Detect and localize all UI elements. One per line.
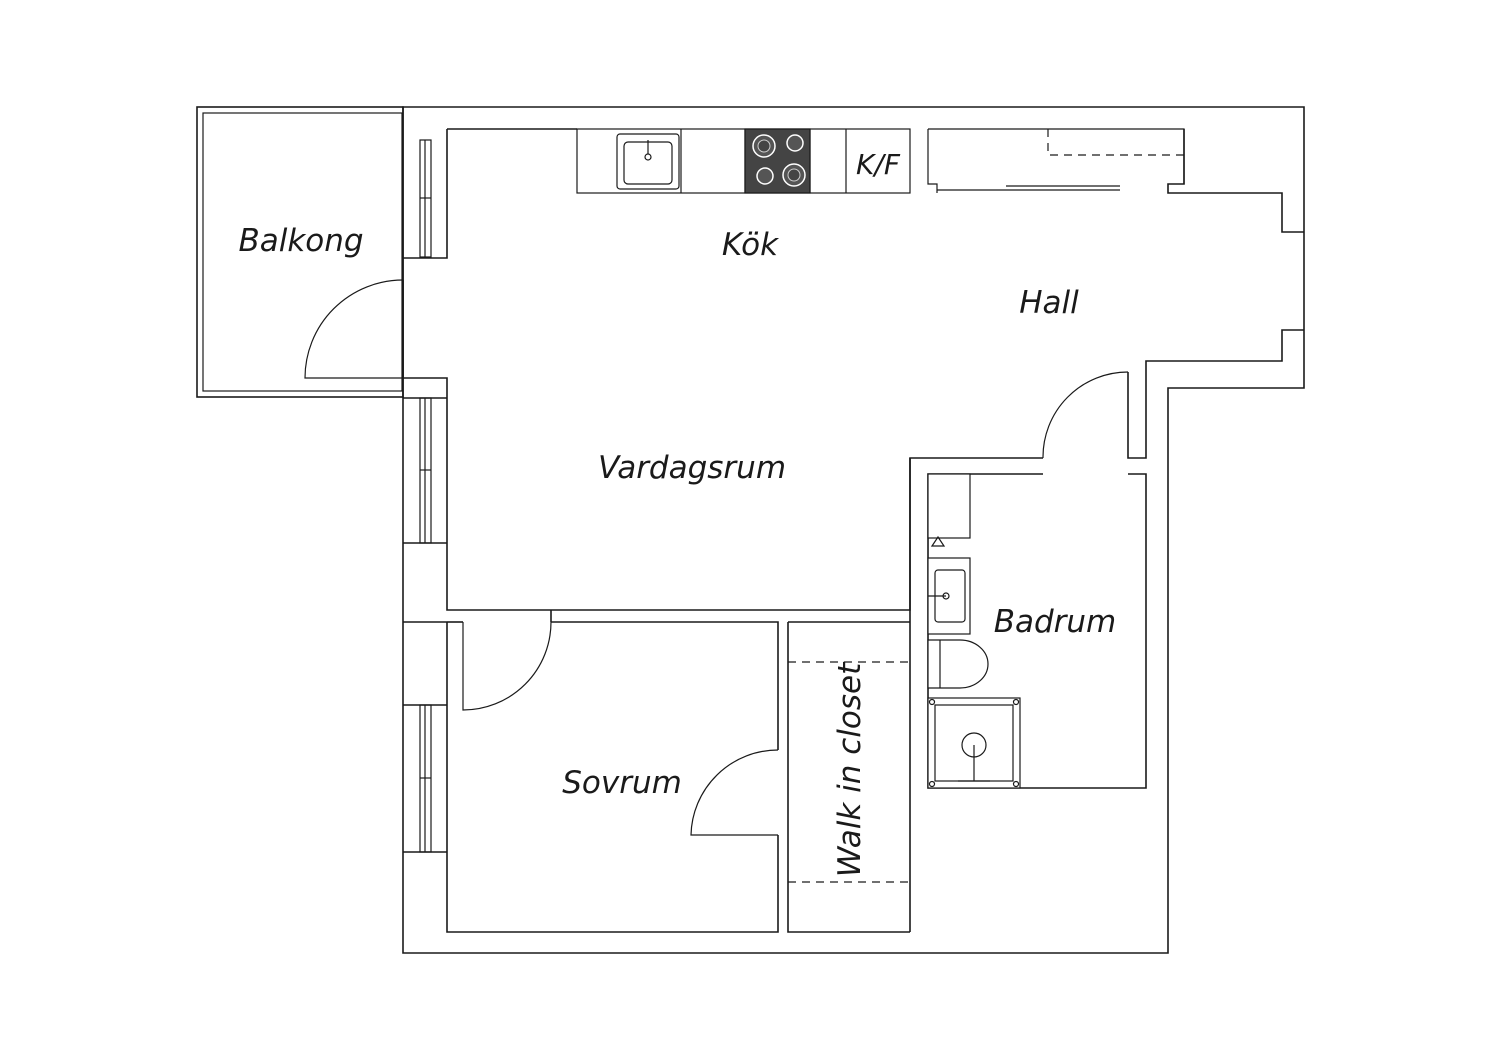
room-label-hall: Hall — [1019, 285, 1079, 321]
windows — [419, 139, 432, 853]
room-label-sovrum: Sovrum — [562, 765, 682, 801]
bathroom-cabinet — [927, 473, 971, 539]
fridge-freezer-label: K/F — [856, 148, 901, 181]
hall-wardrobe — [927, 128, 1185, 193]
room-label-walk-in-closet: Walk in closet — [832, 661, 868, 877]
room-labels: Balkong Kök Hall Vardagsrum Badrum Sovru… — [238, 223, 1116, 877]
toilet-icon — [927, 639, 989, 689]
room-label-kok: Kök — [722, 227, 779, 263]
washbasin-icon — [927, 535, 971, 635]
stove-icon — [744, 128, 811, 194]
outer-wall — [402, 106, 1305, 954]
shower-icon — [927, 697, 1021, 789]
room-label-balkong: Balkong — [238, 223, 363, 259]
room-label-vardagsrum: Vardagsrum — [598, 450, 786, 486]
doors — [304, 279, 1129, 836]
fridge-freezer: K/F — [856, 148, 901, 181]
room-label-badrum: Badrum — [994, 604, 1117, 640]
closet-shelves — [788, 661, 910, 883]
sink-icon — [616, 133, 680, 190]
